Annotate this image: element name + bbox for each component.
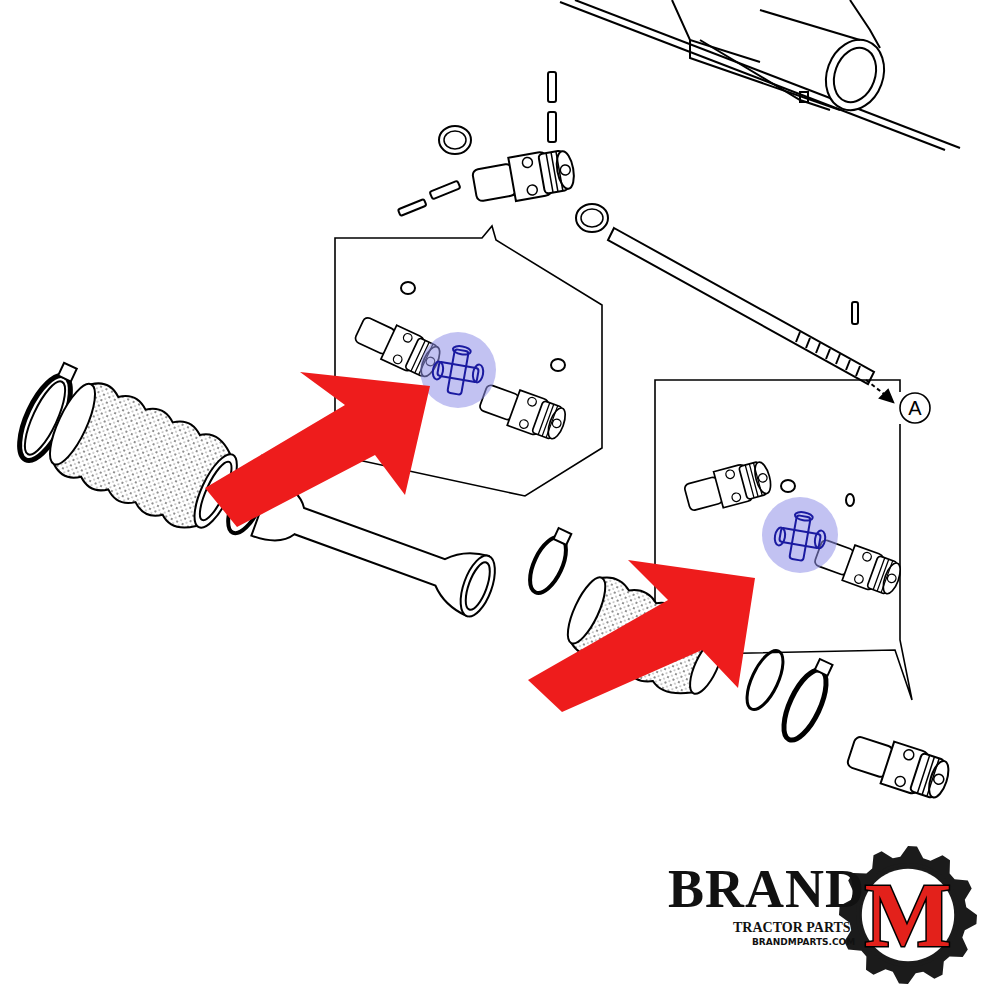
- highlight-circle: [420, 332, 496, 408]
- highlight-circle: [762, 497, 838, 573]
- logo-letter: M: [865, 869, 952, 961]
- callout-circle: A: [899, 392, 931, 424]
- logo-tagline: TRACTOR PARTS: [733, 921, 851, 935]
- logo-url: BRANDMPARTS.COM: [752, 938, 855, 947]
- callout-letter: A: [908, 398, 921, 418]
- logo-wordmark: BRAND: [668, 862, 865, 916]
- red-arrow: [528, 560, 755, 712]
- red-arrow: [205, 372, 430, 527]
